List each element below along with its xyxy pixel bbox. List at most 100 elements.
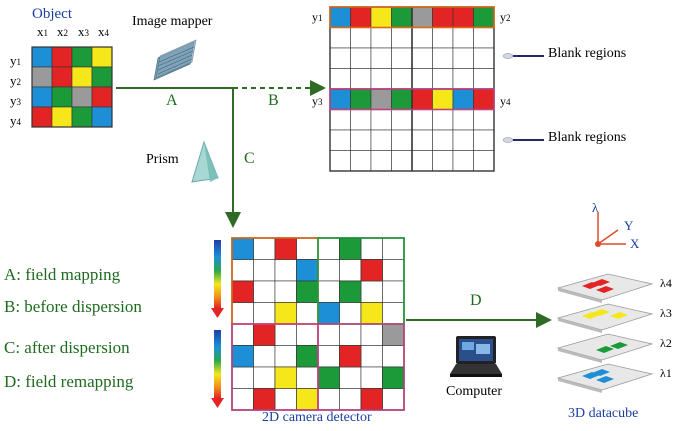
datacube — [556, 273, 654, 393]
mapped-cell — [452, 109, 474, 131]
detector-colored-cell — [382, 366, 405, 389]
datacube-block — [592, 309, 610, 316]
mapped-row-outline — [329, 6, 495, 29]
mapped-colored-cell — [329, 6, 351, 28]
mapped-cell — [411, 47, 433, 69]
object-grid — [31, 46, 113, 128]
mapped-cell — [452, 68, 474, 90]
prism-icon — [191, 140, 219, 183]
detector-colored-cell — [253, 323, 276, 346]
mapped-colored-cell — [370, 88, 392, 110]
detector-colored-cell — [317, 366, 340, 389]
mapped-cell — [452, 129, 474, 151]
mapped-cell — [370, 47, 392, 69]
detector-cell — [382, 280, 405, 303]
mapped-cell — [370, 150, 392, 172]
arrow-a-label: A — [166, 92, 178, 109]
mapped-cell — [452, 47, 474, 69]
object-y1-label: y1 — [10, 53, 21, 68]
mapped-cell — [370, 27, 392, 49]
detector-cell — [382, 302, 405, 325]
mapped-y4-label: y4 — [500, 94, 511, 108]
detector-cell — [339, 388, 362, 411]
mapped-cell — [452, 150, 474, 172]
detector-colored-cell — [360, 302, 383, 325]
mapped-colored-cell — [329, 88, 351, 110]
mapped-cell — [391, 150, 413, 172]
mapped-cell — [411, 150, 433, 172]
detector-colored-cell — [339, 237, 362, 260]
detector-cell — [296, 323, 319, 346]
mapped-y2-label: y2 — [500, 10, 511, 24]
detector-colored-cell — [231, 237, 254, 260]
detector-cell — [360, 323, 383, 346]
detector-cell — [231, 323, 254, 346]
mapped-cell — [391, 68, 413, 90]
datacube-layer-edge — [558, 348, 602, 363]
legend-c: C: after dispersion — [4, 338, 130, 357]
detector-cell — [317, 280, 340, 303]
detector-cell — [253, 259, 276, 282]
axis-lambda-label: λ — [592, 200, 599, 215]
object-x4-label: x4 — [98, 24, 109, 39]
mapped-colored-cell — [350, 88, 372, 110]
detector-cell — [253, 302, 276, 325]
datacube-layer-2-label: λ2 — [660, 336, 672, 350]
detector-cell — [274, 280, 297, 303]
axis-x-label: X — [630, 236, 640, 251]
detector-cell — [360, 345, 383, 368]
detector-cell — [317, 345, 340, 368]
detector-cell — [317, 388, 340, 411]
mapped-cell — [411, 109, 433, 131]
mapped-cell — [329, 109, 351, 131]
mapped-cell — [411, 129, 433, 151]
detector-cell — [253, 280, 276, 303]
mapped-cell — [391, 129, 413, 151]
mapped-cell — [350, 109, 372, 131]
datacube-layer-3-label: λ3 — [660, 306, 672, 320]
detector-colored-cell — [296, 280, 319, 303]
mapped-cell — [473, 27, 495, 49]
datacube-layer-1-label: λ1 — [660, 366, 672, 380]
datacube-layer-4-label: λ4 — [660, 276, 672, 290]
mapped-cell — [370, 109, 392, 131]
mapped-cell — [391, 109, 413, 131]
mapped-cell — [473, 129, 495, 151]
mapped-colored-cell — [452, 6, 474, 28]
mapped-cell — [329, 68, 351, 90]
mapped-cell — [432, 150, 454, 172]
detector-cell — [231, 366, 254, 389]
blank-region-pointers — [502, 53, 544, 143]
detector-cell — [360, 366, 383, 389]
object-x2-label: x2 — [57, 24, 68, 39]
arrow-b-label: B — [268, 92, 279, 109]
mapped-colored-cell — [391, 88, 413, 110]
mapped-cell — [473, 109, 495, 131]
detector-cell — [231, 259, 254, 282]
datacube-layer — [556, 303, 654, 331]
datacube-block — [610, 312, 628, 319]
detector-colored-cell — [360, 259, 383, 282]
detector-colored-cell — [296, 259, 319, 282]
mapped-cell — [350, 129, 372, 151]
mapped-cell — [370, 68, 392, 90]
axis-y-label: Y — [624, 218, 634, 233]
detector-cell — [382, 388, 405, 411]
detector-cell — [296, 237, 319, 260]
mapped-cell — [411, 27, 433, 49]
detector-colored-cell — [274, 237, 297, 260]
mapped-cell — [370, 129, 392, 151]
detector-colored-cell — [231, 280, 254, 303]
mapped-cell — [452, 27, 474, 49]
mapped-colored-cell — [452, 88, 474, 110]
arrow-c-label: C — [244, 150, 255, 167]
mapped-colored-cell — [432, 88, 454, 110]
mapped-colored-cell — [473, 6, 495, 28]
detector-cell — [274, 323, 297, 346]
detector-cell — [231, 388, 254, 411]
object-y2-label: y2 — [10, 73, 21, 88]
legend-a: A: field mapping — [4, 265, 121, 284]
blank-regions-label-2: Blank regions — [548, 130, 627, 145]
detector-cell — [274, 388, 297, 411]
